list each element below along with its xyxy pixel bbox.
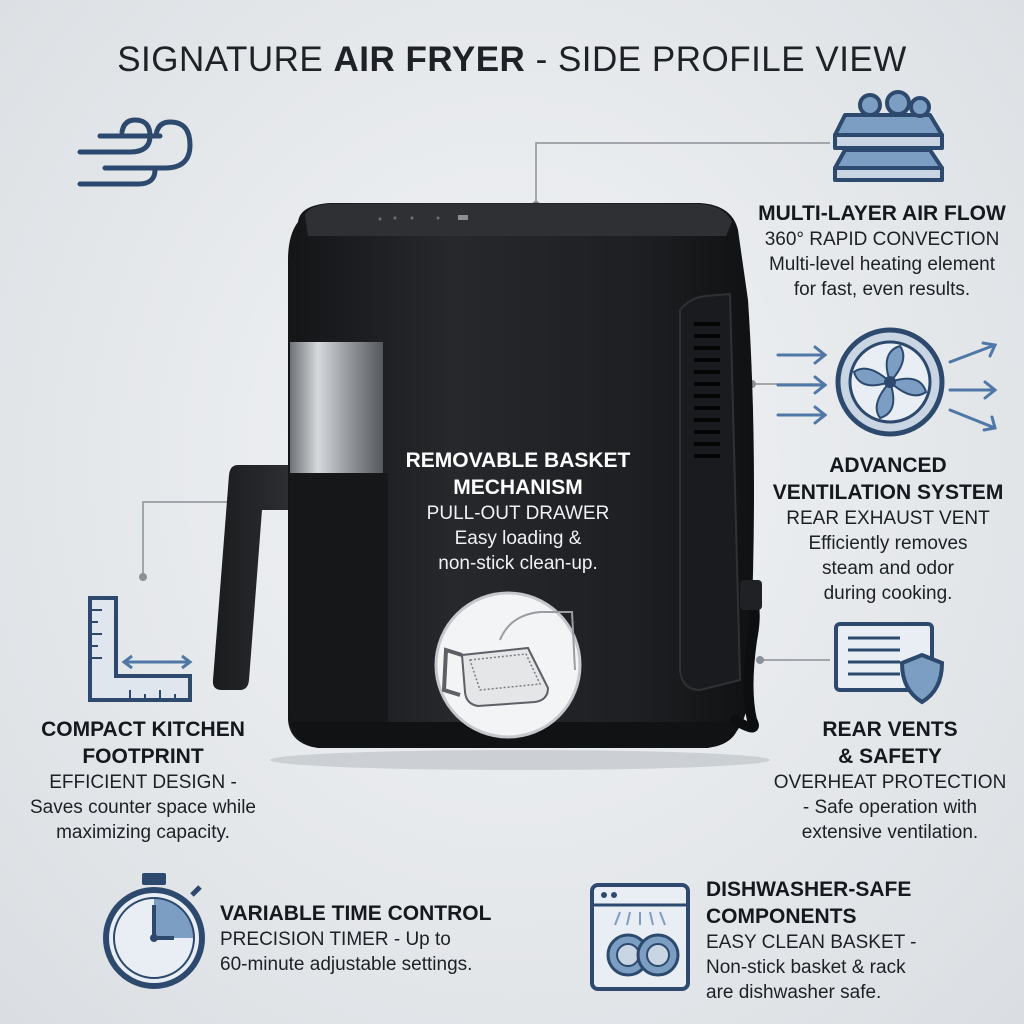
callout-heading: COMPACT KITCHEN <box>41 718 245 741</box>
stopwatch-icon <box>103 873 205 989</box>
callout-heading: REMOVABLE BASKET <box>405 449 631 472</box>
callout-line: maximizing capacity. <box>56 822 230 843</box>
steel-panel <box>290 342 383 473</box>
callout-heading: MECHANISM <box>453 476 583 499</box>
connector-lines <box>142 142 830 661</box>
fryer-top <box>305 204 732 236</box>
callout-line: Multi-level heating element <box>768 254 995 275</box>
callout-basket: REMOVABLE BASKET MECHANISM PULL-OUT DRAW… <box>388 447 648 576</box>
callout-heading: DISHWASHER-SAFE <box>706 878 912 901</box>
air-fryer <box>212 203 770 770</box>
callout-line: are dishwasher safe. <box>706 982 882 1003</box>
title-part3: - SIDE PROFILE VIEW <box>525 40 907 79</box>
callout-line: - Safe operation with <box>802 797 978 818</box>
callout-heading: & SAFETY <box>838 745 942 768</box>
fryer-body <box>288 203 754 748</box>
connector-dot <box>756 656 764 664</box>
basket-inset <box>434 591 582 739</box>
connector-multi-layer <box>535 142 830 205</box>
fan-icon <box>835 327 945 437</box>
callout-ventilation: ADVANCED VENTILATION SYSTEM REAR EXHAUST… <box>750 452 1024 606</box>
callout-line: 360° RAPID CONVECTION <box>764 229 1000 250</box>
callout-heading: REAR VENTS <box>822 718 958 741</box>
wind-icon <box>77 117 193 187</box>
control-dots <box>378 215 468 221</box>
title-part2: AIR FRYER <box>333 40 526 79</box>
connector-dot <box>139 573 147 581</box>
drawer-front <box>290 473 388 722</box>
callout-heading: ADVANCED <box>829 454 947 477</box>
callout-compact: COMPACT KITCHEN FOOTPRINT EFFICIENT DESI… <box>0 716 286 845</box>
callout-heading: VARIABLE TIME CONTROL <box>220 902 492 925</box>
callout-timer: VARIABLE TIME CONTROL PRECISION TIMER - … <box>220 900 540 977</box>
callout-line: Non-stick basket & rack <box>706 957 906 978</box>
callout-dishwasher: DISHWASHER-SAFE COMPONENTS EASY CLEAN BA… <box>706 876 1006 1005</box>
callout-heading: MULTI-LAYER AIR FLOW <box>758 202 1006 225</box>
callout-heading: COMPONENTS <box>706 905 857 928</box>
ruler-icon <box>88 596 193 702</box>
callout-line: PRECISION TIMER - Up to <box>220 929 451 950</box>
callout-line: EASY CLEAN BASKET - <box>706 932 917 953</box>
callout-rear-vents: REAR VENTS & SAFETY OVERHEAT PROTECTION … <box>756 716 1024 845</box>
callout-multi-layer: MULTI-LAYER AIR FLOW 360° RAPID CONVECTI… <box>740 200 1024 302</box>
callout-line: EFFICIENT DESIGN - <box>49 772 237 793</box>
callout-line: Saves counter space while <box>29 797 256 818</box>
layered-trays-icon <box>833 90 944 182</box>
callout-line: 60-minute adjustable settings. <box>220 954 473 975</box>
dishwasher-icon <box>590 883 690 991</box>
callout-line: OVERHEAT PROTECTION <box>773 772 1007 793</box>
plug <box>740 580 762 610</box>
connector-compact <box>142 501 232 577</box>
callout-line: non-stick clean-up. <box>438 553 598 574</box>
title-part1: SIGNATURE <box>117 40 334 79</box>
callout-line: during cooking. <box>823 583 953 604</box>
callout-heading: VENTILATION SYSTEM <box>772 481 1004 504</box>
callout-line: Easy loading & <box>454 528 582 549</box>
fryer-handle <box>212 465 290 690</box>
callout-line: Efficiently removes <box>808 533 968 554</box>
callout-line: PULL-OUT DRAWER <box>426 503 610 524</box>
callout-line: REAR EXHAUST VENT <box>786 508 990 529</box>
callout-line: steam and odor <box>821 558 955 579</box>
callout-heading: FOOTPRINT <box>82 745 204 768</box>
callout-line: for fast, even results. <box>793 279 971 300</box>
side-vent-panel <box>679 292 742 692</box>
airflow-arrows <box>776 341 998 432</box>
page-title: SIGNATURE AIR FRYER - SIDE PROFILE VIEW <box>0 40 1024 80</box>
fryer-shadow <box>270 750 770 770</box>
vent-slots <box>694 322 720 458</box>
vent-shield-icon <box>834 622 945 705</box>
callout-line: extensive ventilation. <box>801 822 979 843</box>
